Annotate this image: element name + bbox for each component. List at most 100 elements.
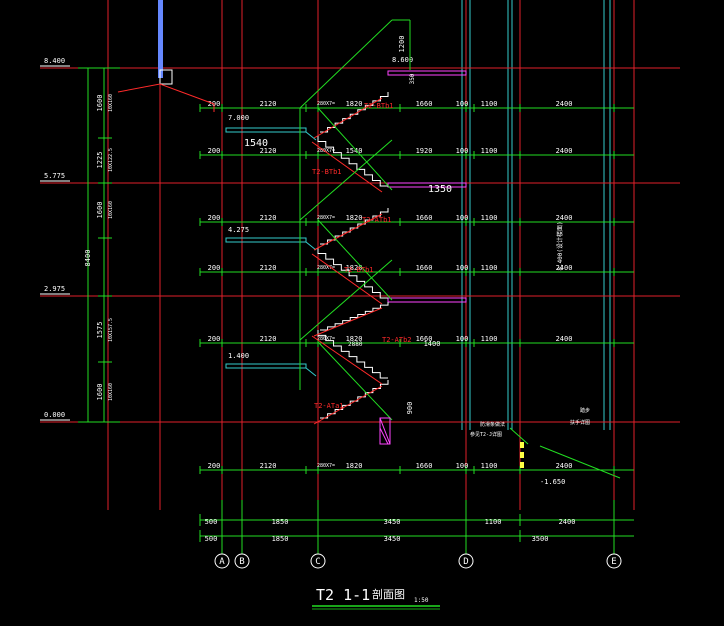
- stair-label: T2-BTb1: [344, 266, 374, 274]
- row-dim-label: 200: [208, 335, 221, 343]
- axis-bubble: [214, 553, 230, 569]
- row-dim-label: 1100: [481, 214, 498, 222]
- row-dim-label: 1100: [481, 147, 498, 155]
- stair-envelope: [317, 341, 393, 421]
- dim-1350: 1350: [428, 184, 452, 195]
- row-dim-label: 1540: [346, 147, 363, 155]
- row-dim-label: 200: [208, 214, 221, 222]
- right-vertical-label: 8.400(设计楼面): [556, 221, 564, 270]
- drawing-title: T2 1-1: [316, 586, 370, 604]
- stair-slab: [313, 307, 383, 337]
- row-dim-label: 1100: [481, 264, 498, 272]
- row-dim-label: 2400: [556, 335, 573, 343]
- stair-envelope: [299, 139, 393, 221]
- elevation-label: 5.775: [44, 172, 65, 180]
- floor-level-label: 4.275: [228, 226, 249, 234]
- left-dim-sublabel: 10X157.5: [108, 318, 114, 342]
- landing-edge: [305, 131, 317, 141]
- row-dim-label: 1820: [346, 335, 363, 343]
- row-dim-label: 1100: [481, 335, 498, 343]
- axis-label: B: [239, 557, 244, 567]
- row-dim-label: 1100: [481, 100, 498, 108]
- row-dim-label: 1820: [346, 100, 363, 108]
- row-dim-label: 200: [208, 462, 221, 470]
- stair-label: T2-ATb1: [362, 216, 392, 224]
- row-dim-label: 200: [208, 264, 221, 272]
- landing-slab: [387, 182, 467, 188]
- bottom-dim-label: 3500: [532, 535, 549, 543]
- axis-bubble: [310, 553, 326, 569]
- axis-label: C: [315, 557, 320, 567]
- floor-level-label: 7.000: [228, 114, 249, 122]
- landing-edge: [305, 241, 317, 251]
- note-text: 扶手详图: [570, 419, 590, 426]
- stair-flight: [317, 136, 388, 187]
- row-dim-label: 1100: [481, 462, 498, 470]
- left-dim-sublabel: 10X160: [108, 383, 114, 401]
- row-dim-label: 2400: [556, 264, 573, 272]
- row-dim-label: 1820: [346, 264, 363, 272]
- dim-2880: 2880: [348, 341, 363, 348]
- row-dim-label: 1660: [416, 462, 433, 470]
- landing-slab: [225, 237, 307, 243]
- axis-label: A: [219, 557, 225, 567]
- marker-square: [520, 452, 524, 458]
- floor-level-label: 1.400: [228, 352, 249, 360]
- row-dim-label: 1820: [346, 462, 363, 470]
- bottom-dim-label: 1100: [485, 518, 502, 526]
- stair-envelope: [317, 219, 393, 301]
- note-text: 防滑条做法: [480, 421, 505, 428]
- row-dim-label: 2120: [260, 462, 277, 470]
- marker-square: [520, 462, 524, 468]
- landing-slab: [387, 70, 467, 76]
- row-dim-label: 1820: [346, 214, 363, 222]
- row-dim-label: 1660: [416, 264, 433, 272]
- drawing-scale: 1:50: [414, 597, 429, 604]
- stair-flight: [320, 208, 389, 245]
- stair-slab: [313, 97, 383, 139]
- left-dim-label: 1600: [96, 95, 104, 112]
- left-dim-label: 1225: [96, 152, 104, 169]
- left-dim-label: 1600: [96, 202, 104, 219]
- axis-bubble: [606, 553, 622, 569]
- stair-label: T2-BTb1: [312, 168, 342, 176]
- stair-flight: [320, 92, 389, 133]
- note-text: 参见T2-J详图: [470, 431, 502, 438]
- dim-900: 900: [406, 402, 414, 415]
- row-dim-label: 1660: [416, 214, 433, 222]
- stair-flight: [320, 302, 389, 331]
- stair-flight: [317, 330, 388, 379]
- axis-label: E: [611, 557, 616, 567]
- row-dim-label: 2120: [260, 335, 277, 343]
- row-dim-label: 2400: [556, 214, 573, 222]
- dim-1540: 1540: [244, 138, 268, 149]
- leader-line: [539, 445, 621, 479]
- bottom-dim-label: 1850: [272, 518, 289, 526]
- row-dim-label: 1660: [416, 335, 433, 343]
- elevation-label: 8.400: [44, 57, 65, 65]
- row-dim-label: 2400: [556, 147, 573, 155]
- left-dim-label: 1600: [96, 384, 104, 401]
- floor-level-label: 8.600: [392, 56, 413, 64]
- axis-bubble: [234, 553, 250, 569]
- stair-slab: [311, 141, 383, 193]
- stair-flight: [320, 380, 389, 419]
- left-dim-sublabel: 10X160: [108, 94, 114, 112]
- stair-label: T2-ATa1: [314, 402, 344, 410]
- row-dim-label: 2120: [260, 147, 277, 155]
- row-dim-label: 280X7=: [317, 463, 335, 469]
- post-base: [159, 69, 173, 85]
- row-dim-label: 280X7=: [317, 265, 335, 271]
- stair-flight: [317, 248, 388, 299]
- landing-slab: [387, 297, 467, 303]
- note-text: 踏步: [580, 407, 590, 414]
- row-dim-label: 280X7=: [317, 101, 335, 107]
- dim-1200: 1200: [398, 36, 406, 53]
- hatch-line: [379, 427, 389, 445]
- landing-slab: [225, 127, 307, 133]
- axis-bubble: [458, 553, 474, 569]
- row-dim-label: 100: [456, 462, 469, 470]
- landing-slab: [225, 363, 307, 369]
